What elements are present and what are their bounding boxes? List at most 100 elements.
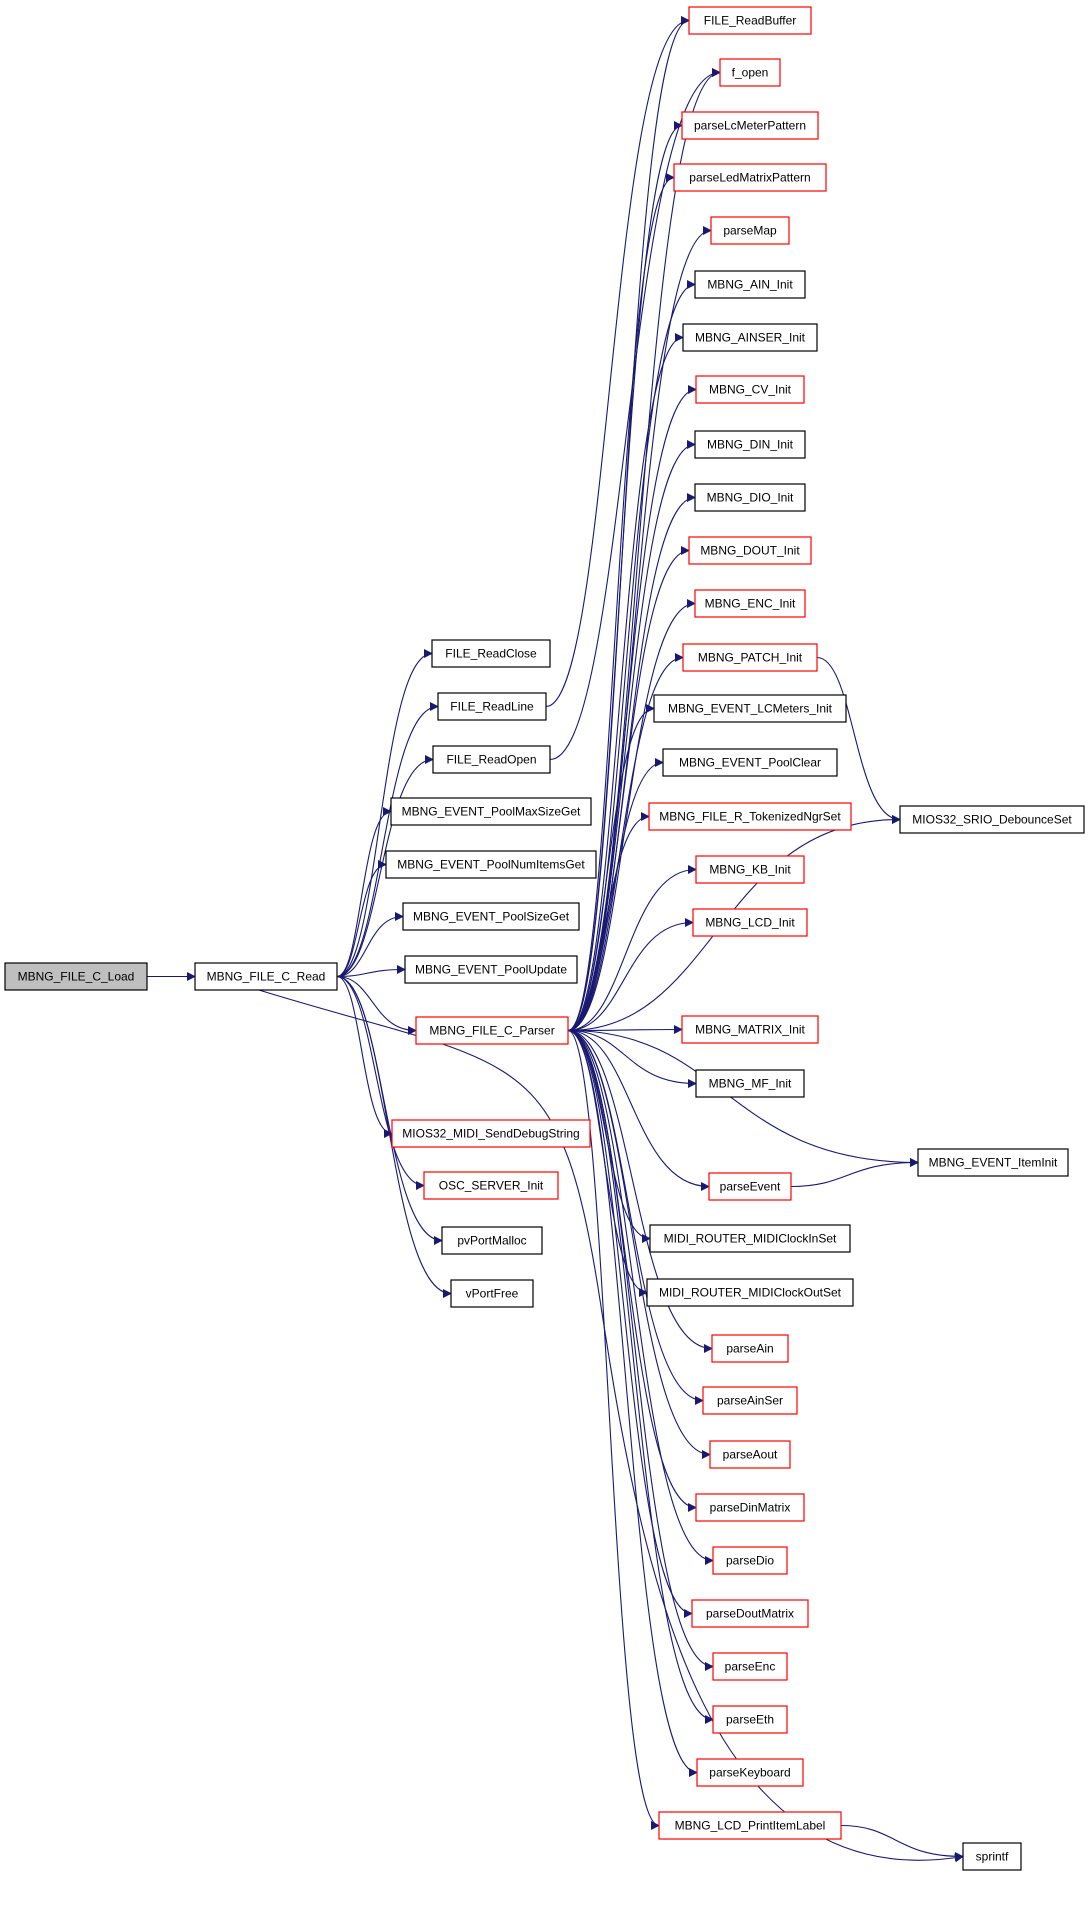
node-ain-init[interactable]: MBNG_AIN_Init: [694, 270, 806, 299]
node-tokenized[interactable]: MBNG_FILE_R_TokenizedNgrSet: [648, 802, 852, 831]
node-send-debug[interactable]: MIOS32_MIDI_SendDebugString: [391, 1119, 591, 1148]
node-lcd-init[interactable]: MBNG_LCD_Init: [692, 908, 808, 937]
node-osc-init[interactable]: OSC_SERVER_Init: [423, 1171, 559, 1200]
call-edges: [147, 16, 964, 1863]
node-kb-init[interactable]: MBNG_KB_Init: [695, 855, 805, 884]
node-pv-malloc[interactable]: pvPortMalloc: [441, 1226, 543, 1255]
node-box: [649, 1224, 851, 1253]
edge-parser-to-parseEnc: [567, 1029, 714, 1671]
node-parse-lc[interactable]: parseLcMeterPattern: [681, 111, 819, 140]
node-dio-init[interactable]: MBNG_DIO_Init: [694, 483, 806, 512]
node-box: [710, 216, 790, 245]
node-file-read-open[interactable]: FILE_ReadOpen: [432, 745, 551, 774]
node-din-init[interactable]: MBNG_DIN_Init: [694, 430, 806, 459]
node-matrix-init[interactable]: MBNG_MATRIX_Init: [681, 1015, 819, 1044]
node-label: parseKeyboard: [709, 1766, 790, 1780]
edge-read-to-parser: [336, 975, 417, 1035]
edge-parser-to-kbInit: [567, 865, 697, 1032]
node-box: [694, 483, 806, 512]
node-label: MBNG_LCD_Init: [705, 916, 795, 930]
node-box: [694, 589, 806, 618]
edge-read-to-oscInit: [336, 975, 425, 1190]
node-label: MBNG_EVENT_LCMeters_Init: [668, 702, 833, 716]
node-cv-init[interactable]: MBNG_CV_Init: [695, 375, 805, 404]
node-v-free[interactable]: vPortFree: [450, 1279, 534, 1308]
node-label: MBNG_CV_Init: [709, 383, 792, 397]
node-sprintf[interactable]: sprintf: [962, 1842, 1022, 1871]
node-parse-aout[interactable]: parseAout: [709, 1440, 791, 1469]
node-pool-clear[interactable]: MBNG_EVENT_PoolClear: [662, 748, 838, 777]
node-parse-ain-ser[interactable]: parseAinSer: [702, 1386, 798, 1415]
node-box: [441, 1226, 543, 1255]
node-label: MBNG_MF_Init: [709, 1077, 792, 1091]
node-label: parseMap: [723, 224, 777, 238]
node-parse-dio[interactable]: parseDio: [712, 1546, 788, 1575]
node-parse-din-matrix[interactable]: parseDinMatrix: [695, 1493, 805, 1522]
node-enc-init[interactable]: MBNG_ENC_Init: [694, 589, 806, 618]
node-clock-in[interactable]: MIDI_ROUTER_MIDIClockInSet: [649, 1224, 851, 1253]
node-parse-keyboard[interactable]: parseKeyboard: [696, 1758, 804, 1787]
node-print-item-label[interactable]: MBNG_LCD_PrintItemLabel: [658, 1811, 842, 1840]
node-parse-event[interactable]: parseEvent: [708, 1172, 792, 1201]
node-parse-eth[interactable]: parseEth: [712, 1705, 788, 1734]
edge-parser-to-cvInit: [567, 385, 697, 1032]
node-parse-map[interactable]: parseMap: [710, 216, 790, 245]
node-lc-meters-init[interactable]: MBNG_EVENT_LCMeters_Init: [653, 694, 847, 723]
node-label: FILE_ReadOpen: [446, 753, 536, 767]
node-box: [692, 908, 808, 937]
node-box: [694, 430, 806, 459]
node-box: [702, 1386, 798, 1415]
node-pool-update[interactable]: MBNG_EVENT_PoolUpdate: [404, 955, 578, 984]
node-parse-ain[interactable]: parseAin: [711, 1334, 789, 1363]
node-box: [682, 323, 818, 352]
node-box: [917, 1148, 1069, 1177]
node-label: MBNG_EVENT_PoolClear: [679, 756, 821, 770]
node-parser[interactable]: MBNG_FILE_C_Parser: [415, 1016, 569, 1045]
node-box: [648, 802, 852, 831]
edge-read-to-pvMalloc: [336, 975, 443, 1245]
node-file-read-close[interactable]: FILE_ReadClose: [431, 639, 551, 668]
node-srio[interactable]: MIOS32_SRIO_DebounceSet: [899, 805, 1085, 834]
node-read[interactable]: MBNG_FILE_C_Read: [194, 962, 338, 991]
node-box: [4, 962, 148, 991]
node-fopen[interactable]: f_open: [719, 58, 781, 87]
node-label: parseEth: [726, 1713, 774, 1727]
node-label: MBNG_FILE_C_Read: [207, 970, 326, 984]
edge-printitemlabel-to-sprintf: [840, 1824, 964, 1861]
node-dout-init[interactable]: MBNG_DOUT_Init: [688, 536, 812, 565]
node-parse-led-matrix[interactable]: parseLedMatrixPattern: [673, 163, 827, 192]
node-file-read-line[interactable]: FILE_ReadLine: [437, 692, 547, 721]
node-pool-num-items-get[interactable]: MBNG_EVENT_PoolNumItemsGet: [385, 850, 597, 879]
node-parse-enc[interactable]: parseEnc: [712, 1652, 788, 1681]
node-pool-size-get[interactable]: MBNG_EVENT_PoolSizeGet: [402, 902, 580, 931]
node-label: parseAin: [726, 1342, 773, 1356]
node-box: [712, 1546, 788, 1575]
node-box: [431, 639, 551, 668]
node-ainser-init[interactable]: MBNG_AINSER_Init: [682, 323, 818, 352]
node-item-init[interactable]: MBNG_EVENT_ItemInit: [917, 1148, 1069, 1177]
node-label: MBNG_EVENT_PoolNumItemsGet: [397, 858, 585, 872]
node-label: parseLcMeterPattern: [694, 119, 806, 133]
node-file-read-buffer[interactable]: FILE_ReadBuffer: [688, 6, 812, 35]
node-box: [450, 1279, 534, 1308]
node-mf-init[interactable]: MBNG_MF_Init: [695, 1069, 805, 1098]
node-label: MIOS32_MIDI_SendDebugString: [402, 1127, 579, 1141]
node-box: [695, 1493, 805, 1522]
node-pool-max-size-get[interactable]: MBNG_EVENT_PoolMaxSizeGet: [390, 797, 592, 826]
edge-parser-to-mfInit: [567, 1029, 697, 1088]
node-box: [712, 1652, 788, 1681]
node-label: MBNG_EVENT_PoolSizeGet: [413, 910, 570, 924]
node-box: [681, 111, 819, 140]
edge-read-to-vFree: [336, 975, 452, 1298]
node-label: MBNG_FILE_C_Load: [18, 970, 135, 984]
node-box: [437, 692, 547, 721]
node-label: parseDoutMatrix: [706, 1607, 794, 1621]
node-patch-init[interactable]: MBNG_PATCH_Init: [682, 643, 818, 672]
node-label: MBNG_DIO_Init: [707, 491, 794, 505]
node-box: [962, 1842, 1022, 1871]
node-parse-dout-matrix[interactable]: parseDoutMatrix: [691, 1599, 809, 1628]
node-clock-out[interactable]: MIDI_ROUTER_MIDIClockOutSet: [646, 1278, 854, 1307]
node-box: [694, 270, 806, 299]
edge-parser-to-encInit: [567, 599, 696, 1032]
